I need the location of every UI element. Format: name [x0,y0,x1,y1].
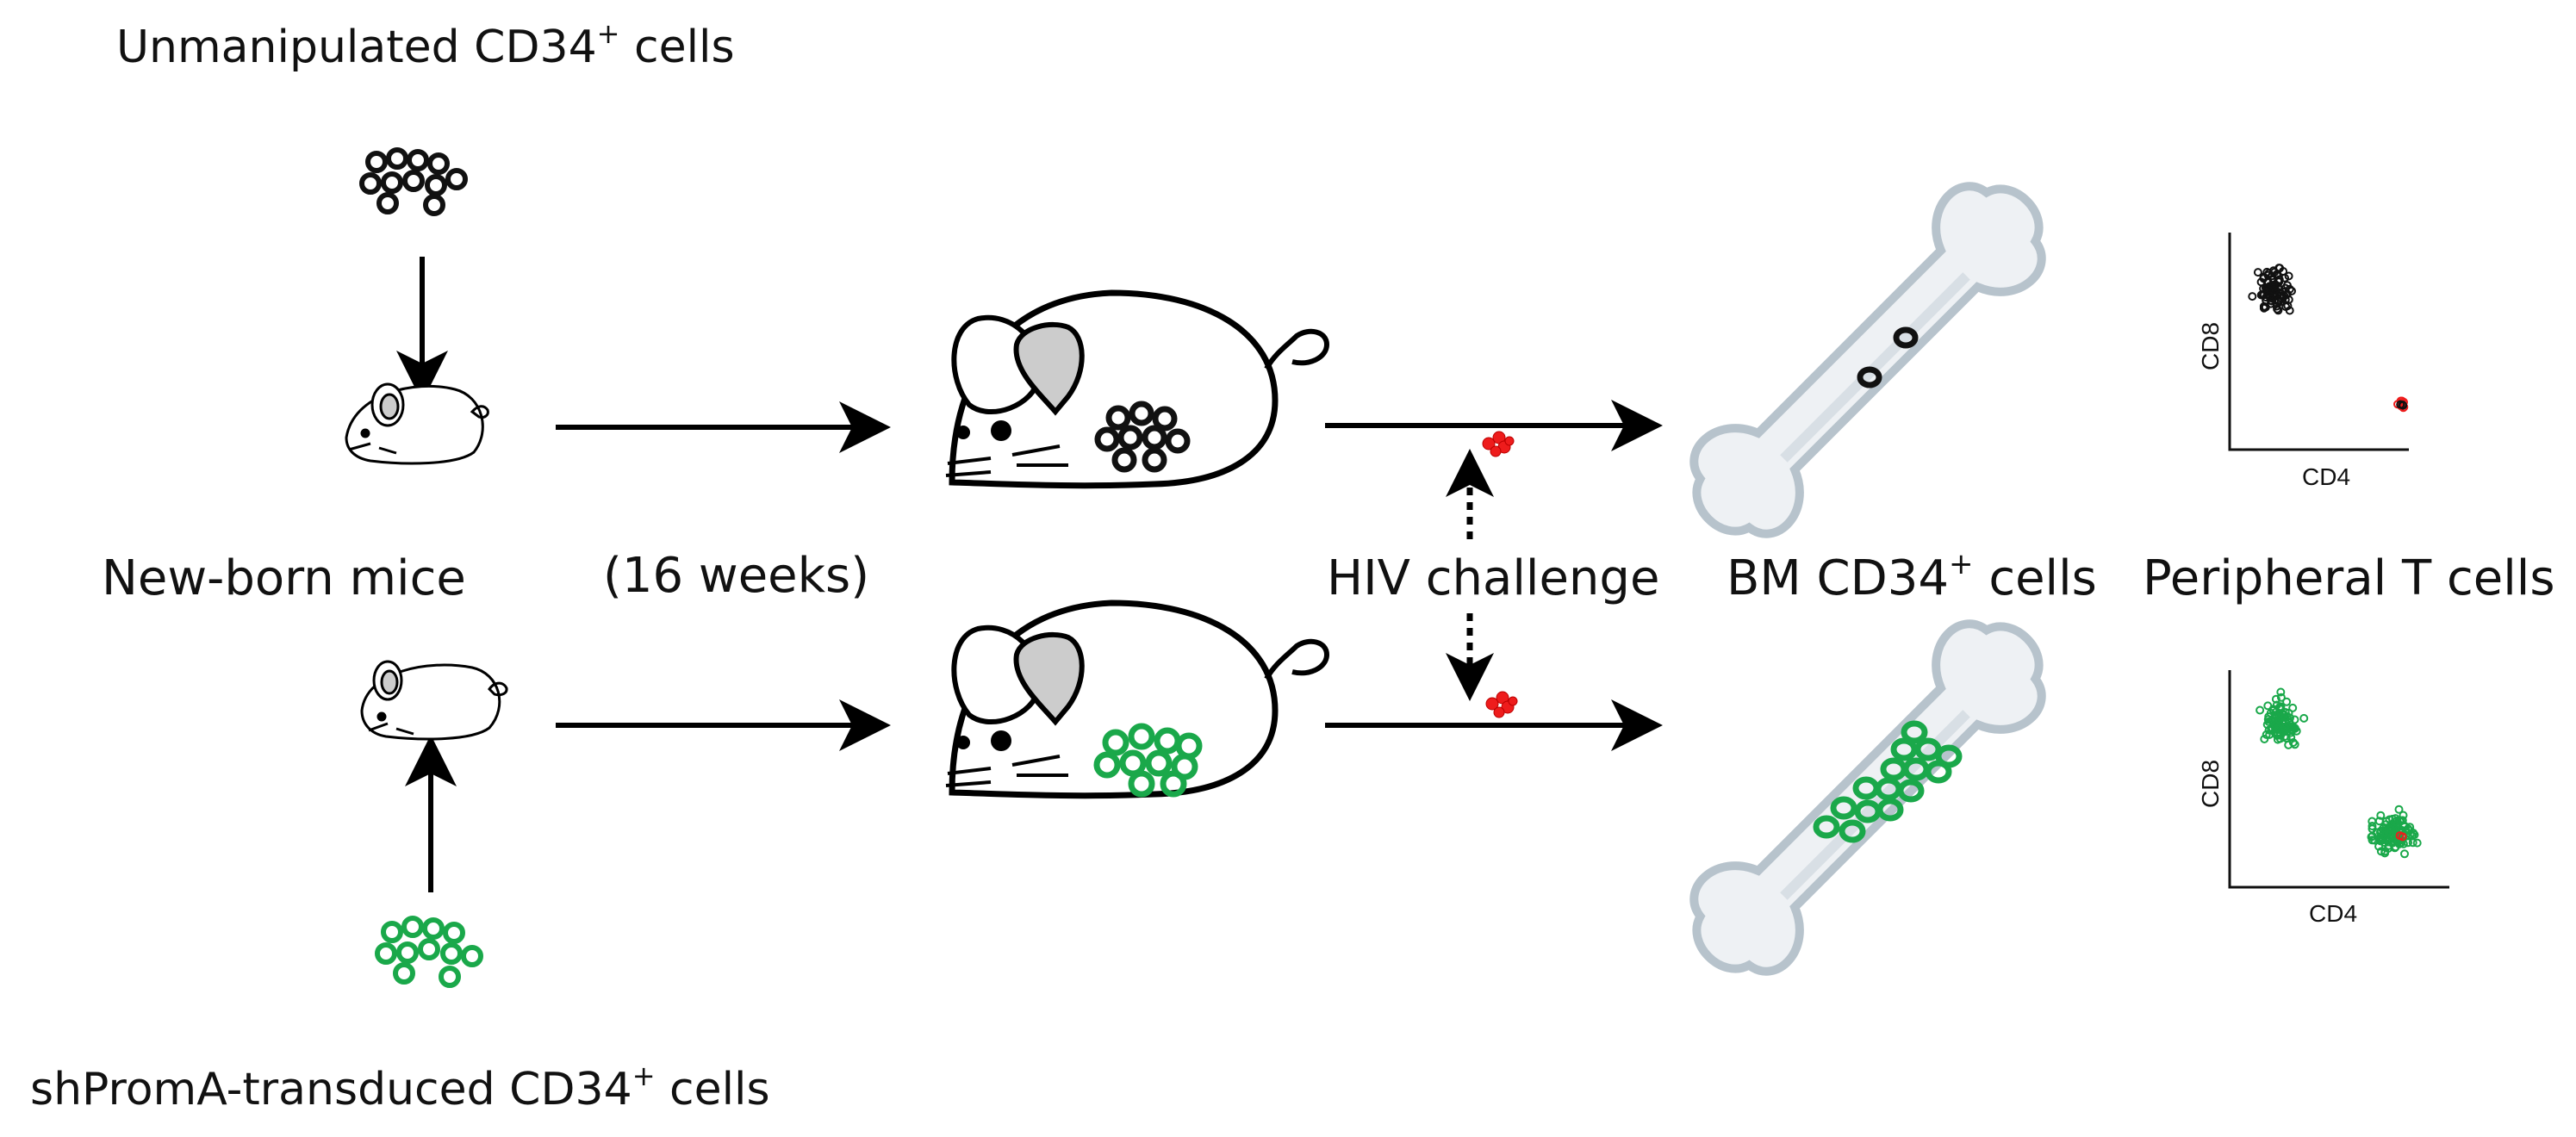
scatter-plot-top: CD4 CD8 [2197,233,2409,490]
plot-top-ylabel: CD8 [2197,322,2224,370]
adult-mouse-top-icon [945,289,1330,489]
cd8-cell-dot [2253,268,2262,277]
scatter-plot-bottom: CD4 CD8 [2197,670,2449,927]
newborn-mice-label: New-born mice [102,550,466,606]
cd8-cell-dot [2281,302,2291,312]
plot-bottom-ylabel: CD8 [2197,760,2224,808]
cd8-cell-dot [2275,704,2285,713]
cd8-cell-dot [2268,281,2278,290]
hiv-challenge-label: HIV challenge [1327,550,1659,606]
cd4-cell-dot [2404,824,2413,833]
cd4-cell-dot [2370,836,2380,845]
cd4-cell-dot [2385,815,2394,824]
bone-cells-control [1857,326,1919,388]
newborn-mouse-top-icon [345,382,489,465]
cd4-cell-dot [2374,817,2384,826]
cd4-cell-dot [2380,847,2390,856]
cd8-cell-dot [2256,705,2265,715]
cd4-cell-dot [2387,832,2397,842]
cd8-cell-dot [2282,697,2292,706]
cd8-cell-dot [2276,687,2286,697]
cd8-cell-dot [2280,273,2289,283]
cd8-cell-dot [2299,713,2309,723]
unmanipulated-cells-label: Unmanipulated CD34+ cells [116,17,735,73]
cd4-infected-dot [2395,831,2405,841]
cd8-cell-dot [2276,693,2286,702]
cd8-cell-dot [2280,723,2290,732]
cd4-cell-dot [2398,401,2407,409]
cd8-cell-dot [2265,730,2274,739]
cd8-cell-dot [2292,726,2301,736]
cd8-cell-dot [2272,718,2281,728]
adult-mouse-bottom-icon [945,600,1330,799]
cd8-cell-dot [2284,295,2293,304]
cd8-cell-dot [2264,269,2274,278]
cd8-cell-dot [2288,703,2298,712]
cd4-cell-dot [2394,805,2404,814]
cd8-cell-dot [2266,288,2275,297]
weeks-label: (16 weeks) [603,548,869,604]
cd8-cell-dot [2273,729,2282,738]
bone-top-icon [1689,182,2046,538]
cd8-cell-dot [2280,731,2290,741]
cd8-cell-dot [2284,740,2293,749]
cd8-cell-dot [2256,277,2266,287]
hiv-virus-bottom-icon [1485,691,1518,718]
cell-cluster-icon [359,147,468,216]
cd4-cell-dot [2408,838,2417,848]
cd8-cell-dot [2280,283,2290,293]
cd8-cell-dot [2273,735,2282,744]
cd4-cell-dot [2409,829,2418,837]
hiv-virus-top-icon [1482,431,1515,457]
cd4-cell-dot [2400,849,2409,859]
cd4-cell-dot [2376,811,2386,820]
cd4-cell-dot [2390,843,2399,853]
peripheral-t-cells-label: Peripheral T cells [2143,550,2555,606]
bm-cells-label: BM CD34+ cells [1727,547,2097,606]
cd4-cell-dot [2368,822,2377,830]
cd8-cell-dot [2277,712,2286,722]
cd8-cell-dot [2271,694,2280,704]
plot-top-xlabel: CD4 [2302,463,2350,490]
newborn-mouse-bottom-icon [360,660,508,741]
cd8-cell-dot [2256,290,2266,300]
cd8-cell-dot [2264,725,2274,735]
cd8-cell-dot [2274,295,2283,305]
cd8-cell-dot [2275,264,2285,273]
cd8-cell-dot [2260,735,2269,743]
cd8-cell-dot [2248,292,2257,301]
cd4-cell-dot [2368,831,2377,841]
cd4-cell-dot [2376,847,2386,856]
shpromA-cells-label: shPromA-transduced CD34+ cells [30,1059,770,1115]
plot-bottom-xlabel: CD4 [2309,900,2357,927]
cd4-cell-dot [2412,838,2422,848]
cd4-cell-dot [2396,817,2405,826]
cell-cluster-transduced-icon [375,916,483,988]
cd8-cell-dot [2287,728,2296,737]
bone-cells-transduced [1813,720,1963,843]
